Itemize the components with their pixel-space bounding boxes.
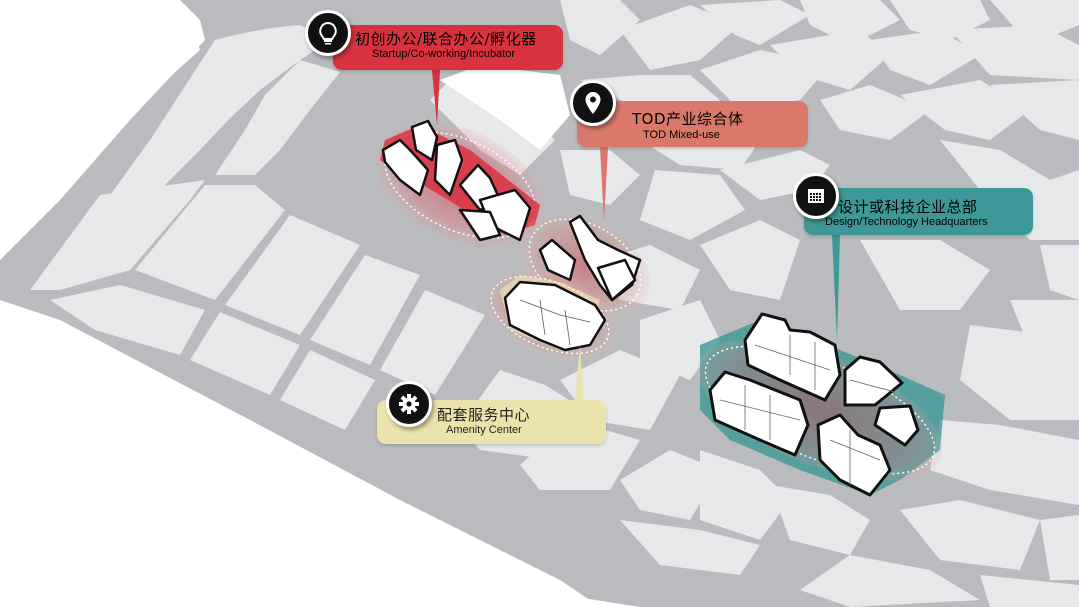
gear-icon: [386, 381, 432, 427]
callout-stems: [432, 70, 840, 400]
grid-calendar-icon: [793, 173, 839, 219]
callout-label-zh: 设计或科技企业总部: [838, 198, 978, 216]
callout-label-en: TOD Mixed-use: [643, 129, 720, 141]
open-space: [440, 65, 570, 150]
amenity-cluster: [483, 269, 617, 361]
lightbulb-icon: [305, 10, 351, 56]
callout-label-zh: 配套服务中心: [437, 406, 531, 424]
callout-box: [577, 101, 808, 147]
callout-box: [333, 25, 563, 70]
callout-label-en: Amenity Center: [446, 424, 522, 436]
callout-label-en: Design/Technology Headquarters: [825, 216, 988, 228]
design-hq-cluster: [697, 312, 945, 497]
callout-label-zh: 初创办公/联合办公/孵化器: [355, 30, 537, 48]
callout-box: [804, 188, 1033, 235]
callout-label-en: Startup/Co-working/Incubator: [372, 48, 516, 60]
startup-cluster: [375, 119, 545, 248]
map-pin-icon: [570, 80, 616, 126]
callout-label-zh: TOD产业综合体: [632, 110, 744, 128]
